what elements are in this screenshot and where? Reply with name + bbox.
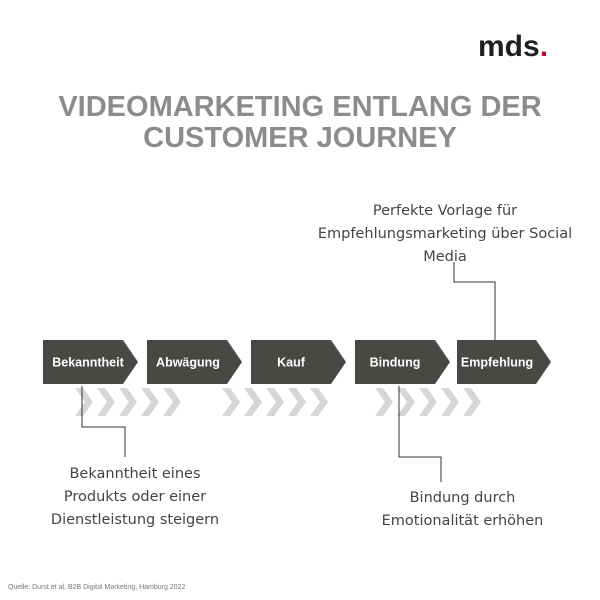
annotation-line: Empfehlungsmarketing über Social	[317, 226, 573, 242]
chevron-decoration	[75, 388, 481, 416]
annotation-line: Emotionalität erhöhen	[381, 513, 544, 529]
connector-line-empfehlung	[453, 262, 496, 340]
annotation-line: Perfekte Vorlage für	[372, 203, 518, 219]
page-title: VIDEOMARKETING ENTLANG DER CUSTOMER JOUR…	[0, 92, 600, 154]
mds-logo: mds.	[478, 30, 548, 64]
connector-line-bekanntheit	[81, 386, 126, 457]
annotation-bindung: Bindung durch Emotionalität erhöhen	[330, 487, 595, 533]
annotation-line: Dienstleistung steigern	[50, 512, 220, 528]
source-citation: Quelle: Durst et al, B2B Digital Marketi…	[8, 584, 186, 591]
chevron-group	[375, 388, 481, 416]
title-line-2: CUSTOMER JOURNEY	[143, 122, 457, 154]
chevron-group	[222, 388, 328, 416]
annotation-line: Bekanntheit eines	[69, 466, 201, 482]
step-label: Abwägung	[156, 356, 220, 370]
connector-line-bindung	[398, 386, 442, 482]
title-line-1: VIDEOMARKETING ENTLANG DER	[58, 91, 542, 123]
annotation-line: Media	[423, 249, 467, 265]
step-bindung: Bindung	[355, 340, 450, 384]
step-abwaegung: Abwägung	[147, 340, 242, 384]
annotation-empfehlung: Perfekte Vorlage für Empfehlungsmarketin…	[270, 200, 600, 269]
logo-dot: .	[539, 30, 549, 63]
step-label: Empfehlung	[461, 356, 533, 370]
step-label: Kauf	[277, 356, 306, 370]
logo-text: mds	[478, 30, 540, 63]
step-label: Bekanntheit	[52, 356, 124, 370]
annotation-line: Bindung durch	[409, 490, 516, 506]
annotation-bekanntheit: Bekanntheit eines Produkts oder einer Di…	[0, 463, 280, 532]
annotation-line: Produkts oder einer	[63, 489, 207, 505]
step-bekanntheit: Bekanntheit	[43, 340, 138, 384]
chevron-group	[75, 388, 181, 416]
step-empfehlung: Empfehlung	[457, 340, 551, 384]
step-kauf: Kauf	[251, 340, 346, 384]
step-label: Bindung	[370, 356, 421, 370]
